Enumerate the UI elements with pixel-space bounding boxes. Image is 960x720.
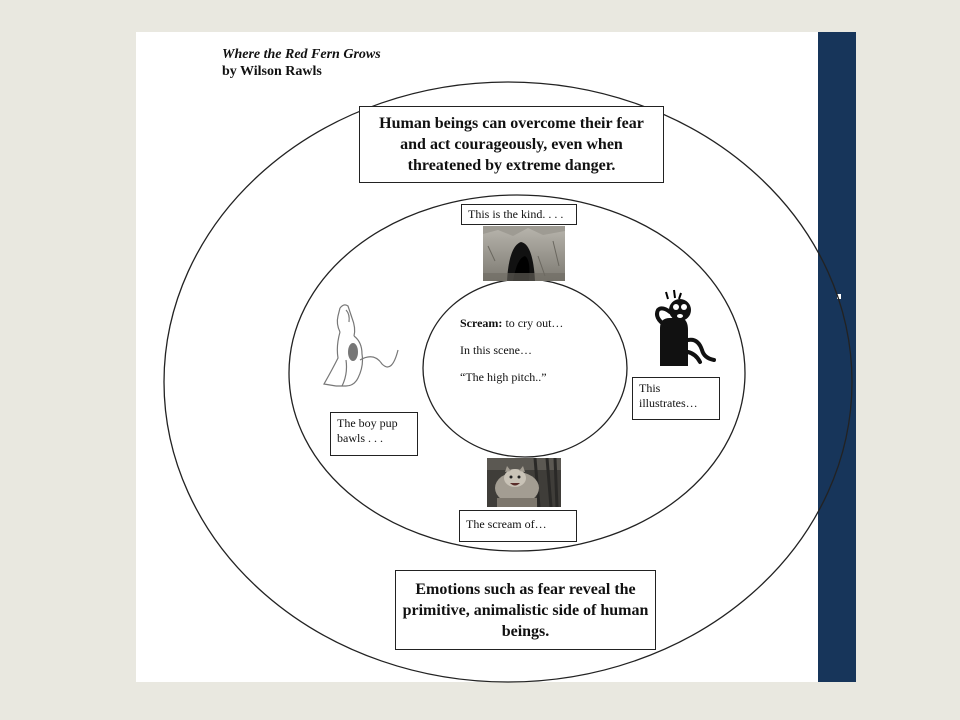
label-right-text: This illustrates… (639, 381, 698, 410)
center-definition-text: to cry out… (502, 316, 564, 330)
theme-box-bottom: Emotions such as fear reveal the primiti… (395, 570, 656, 650)
label-bottom-text: The scream of… (466, 517, 547, 531)
mountain-lion-photo (487, 458, 561, 507)
label-top-text: This is the kind. . . . (468, 207, 564, 221)
book-title: Where the Red Fern Grows (222, 47, 381, 62)
outer-ring (163, 81, 853, 683)
label-box-left: The boy pup bawls . . . (330, 412, 418, 456)
cave-entrance-photo (483, 226, 565, 281)
label-box-top: This is the kind. . . . (461, 204, 577, 225)
side-bar-mark (837, 294, 841, 299)
howling-dog-drawing (323, 304, 399, 387)
center-term: Scream: (460, 316, 503, 330)
author-line: by Wilson Rawls (222, 64, 322, 79)
frightened-figure-icon (655, 289, 716, 366)
center-definition: Scream: to cry out… In this scene… “The … (460, 316, 563, 397)
center-line-3: “The high pitch..” (460, 370, 547, 384)
label-box-right: This illustrates… (632, 377, 720, 420)
theme-box-top: Human beings can overcome their fear and… (359, 106, 664, 183)
center-line-1: Scream: to cry out… (460, 316, 563, 331)
theme-bottom-text: Emotions such as fear reveal the primiti… (402, 580, 649, 640)
side-accent-bar (818, 32, 856, 682)
theme-top-text: Human beings can overcome their fear and… (379, 115, 644, 174)
label-box-bottom: The scream of… (459, 510, 577, 542)
document-heading: Where the Red Fern Grows by Wilson Rawls (222, 46, 381, 80)
center-line-2: In this scene… (460, 343, 532, 357)
middle-ring (288, 194, 746, 552)
label-left-text: The boy pup bawls . . . (337, 416, 398, 445)
